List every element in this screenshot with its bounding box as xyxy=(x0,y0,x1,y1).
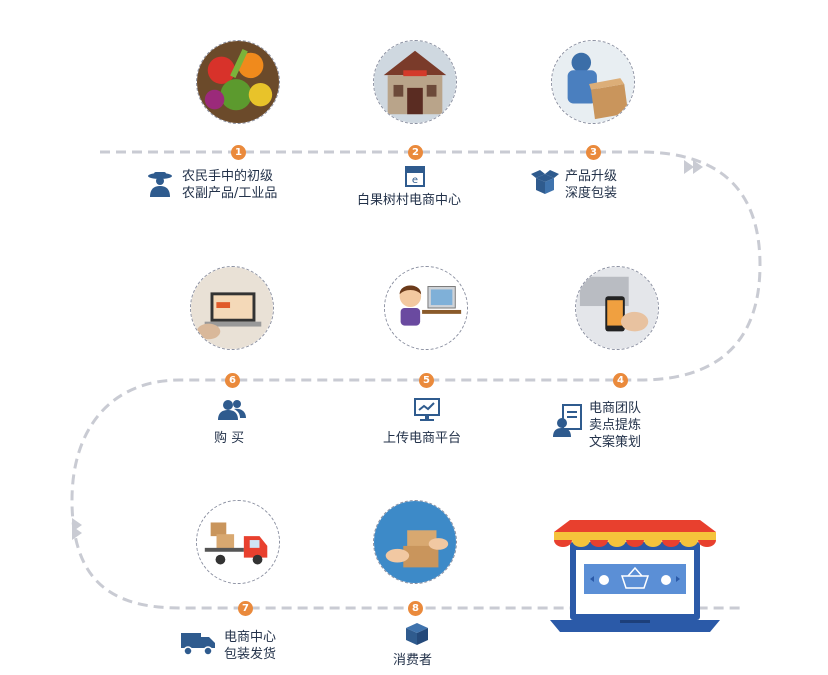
step-3-line-2: 深度包装 xyxy=(565,186,618,201)
farmer-icon xyxy=(148,172,172,197)
online-shop-laptop-illustration xyxy=(550,520,720,632)
step-3-line-1: 产品升级 xyxy=(565,169,618,184)
kid-computer-photo xyxy=(384,266,468,350)
step-5-label: 上传电商平台 xyxy=(383,430,461,447)
step-4-label: 电商团队 卖点提炼 文案策划 xyxy=(589,400,641,451)
step-7-line-1: 电商中心 xyxy=(224,630,277,645)
delivery-handover-photo xyxy=(373,500,457,584)
delivery-truck-icon xyxy=(181,633,215,656)
village-center-photo xyxy=(373,40,457,124)
truck-photo xyxy=(196,500,280,584)
step-4-line-3: 文案策划 xyxy=(589,435,642,450)
step-1-label: 农民手中的初级 农副产品/工业品 xyxy=(182,168,277,202)
step-number-3: 3 xyxy=(586,145,601,160)
step-7-line-2: 包装发货 xyxy=(224,647,277,662)
step-6-line-1: 购 买 xyxy=(214,431,245,446)
step-4-line-1: 电商团队 xyxy=(589,401,642,416)
ecommerce-store-icon: e xyxy=(405,166,425,187)
package-icon xyxy=(406,623,428,645)
step-1-line-2: 农副产品/工业品 xyxy=(182,186,278,201)
step-number-2: 2 xyxy=(408,145,423,160)
step-2-label: 白果树村电商中心 xyxy=(357,192,461,209)
open-box-icon xyxy=(531,170,559,194)
svg-text:e: e xyxy=(412,175,418,186)
vegetables-photo xyxy=(196,40,280,124)
step-number-7: 7 xyxy=(238,601,253,616)
step-3-label: 产品升级 深度包装 xyxy=(565,168,617,202)
step-number-8: 8 xyxy=(408,601,423,616)
team-document-icon xyxy=(553,404,582,437)
step-2-line-1: 白果树村电商中心 xyxy=(357,193,462,208)
online-shopping-photo xyxy=(190,266,274,350)
step-number-4: 4 xyxy=(613,373,628,388)
users-icon xyxy=(218,400,246,420)
step-number-6: 6 xyxy=(225,373,240,388)
step-1-line-1: 农民手中的初级 xyxy=(182,169,274,184)
smartphone-photo xyxy=(575,266,659,350)
step-8-line-1: 消费者 xyxy=(393,653,433,668)
step-5-line-1: 上传电商平台 xyxy=(383,431,462,446)
step-8-label: 消费者 xyxy=(393,652,432,669)
packaging-photo xyxy=(551,40,635,124)
step-4-line-2: 卖点提炼 xyxy=(589,418,642,433)
step-6-label: 购 买 xyxy=(214,430,244,447)
monitor-icon xyxy=(414,398,440,421)
step-number-1: 1 xyxy=(231,145,246,160)
step-7-label: 电商中心 包装发货 xyxy=(224,629,276,663)
step-number-5: 5 xyxy=(419,373,434,388)
